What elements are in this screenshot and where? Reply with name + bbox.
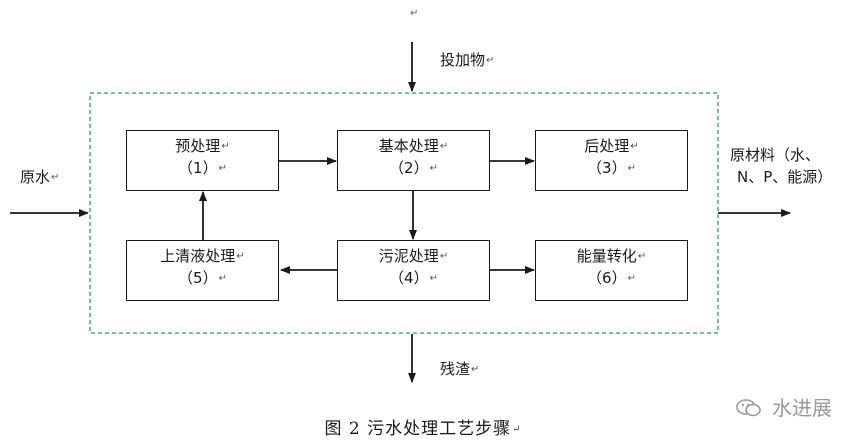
bottom-output-label: 残渣↵ — [440, 360, 479, 379]
box-pretreatment: 预处理↵ （1）↵ — [126, 130, 279, 191]
box-number: （6）↵ — [587, 269, 636, 287]
box-post-treatment: 后处理↵ （3）↵ — [535, 130, 688, 191]
bottom-output-text: 残渣 — [440, 360, 471, 378]
paragraph-mark: ↵ — [486, 54, 495, 66]
box-title: 后处理↵ — [584, 137, 639, 155]
left-input-label: 原水↵ — [20, 168, 59, 187]
box-sludge-treatment: 污泥处理↵ （4）↵ — [337, 240, 490, 301]
top-input-text: 投加物 — [440, 51, 486, 69]
right-output-label-line1: 原材料（水、 — [730, 146, 821, 164]
box-title: 基本处理↵ — [378, 137, 449, 155]
top-paragraph-mark: ↵ — [410, 8, 419, 19]
watermark-text: 水进展 — [772, 396, 832, 420]
left-input-text: 原水 — [20, 168, 51, 186]
watermark: 水进展 — [736, 392, 832, 421]
box-title: 污泥处理↵ — [378, 247, 449, 265]
box-energy-conversion: 能量转化↵ （6）↵ — [535, 240, 688, 301]
box-title: 能量转化↵ — [576, 247, 647, 265]
box-number: （5）↵ — [178, 269, 227, 287]
box-number: （2）↵ — [389, 159, 438, 177]
box-number: （4）↵ — [389, 269, 438, 287]
figure-caption: 图 2 污水处理工艺步骤↵ — [324, 419, 522, 439]
box-number: （3）↵ — [587, 159, 636, 177]
top-input-label: 投加物↵ — [440, 51, 494, 70]
box-number: （1）↵ — [178, 159, 227, 177]
paragraph-mark: ↵ — [51, 171, 60, 183]
box-title: 预处理↵ — [175, 137, 230, 155]
box-basic-treatment: 基本处理↵ （2）↵ — [337, 130, 490, 191]
box-supernatant-treatment: 上清液处理↵ （5）↵ — [126, 240, 279, 301]
wechat-icon — [736, 399, 768, 420]
paragraph-mark: ↵ — [512, 424, 522, 435]
paragraph-mark: ↵ — [471, 363, 480, 375]
box-title: 上清液处理↵ — [160, 247, 245, 265]
right-output-label-line2: N、P、能源） — [737, 168, 833, 186]
